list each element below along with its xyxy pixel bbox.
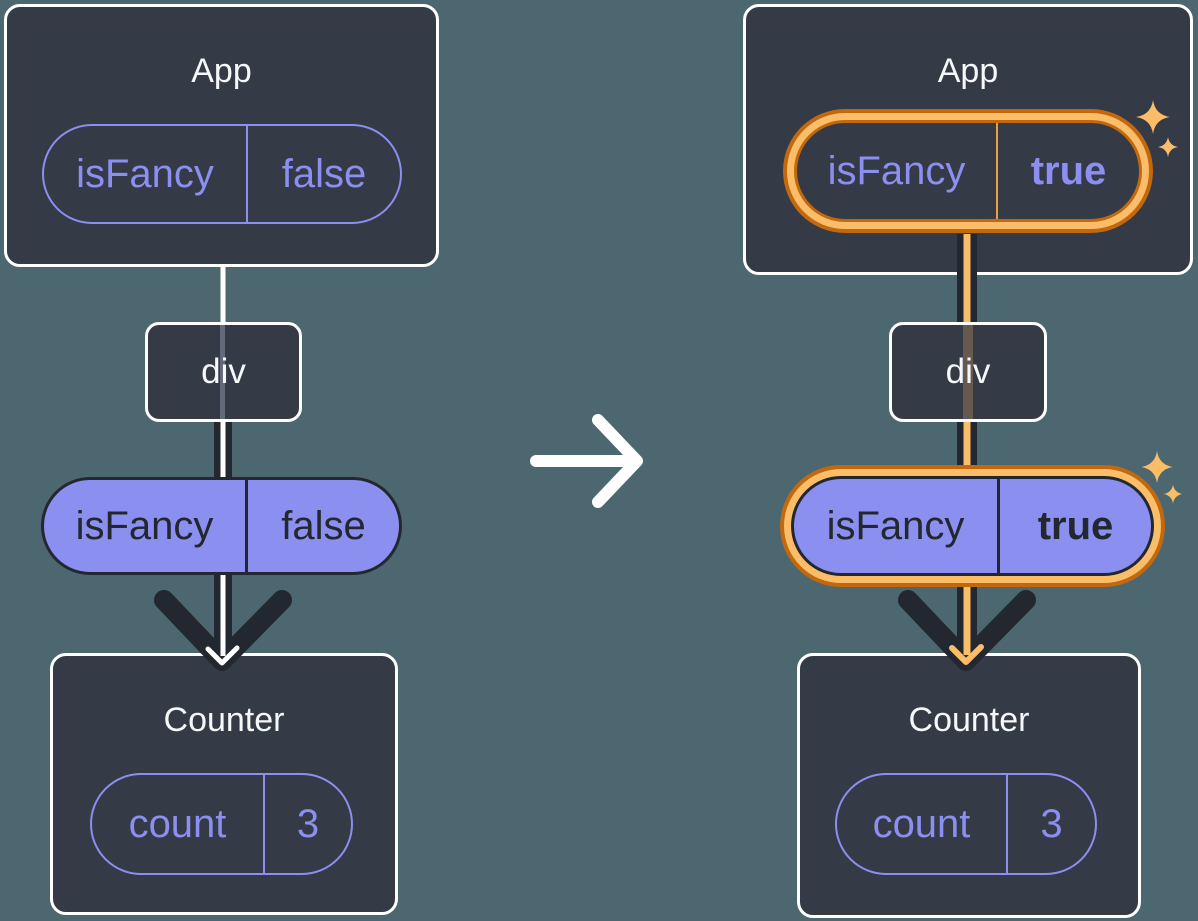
left-app-state-pill: isFancy false [42, 124, 402, 224]
state-value: 3 [296, 801, 320, 846]
state-value: true [1030, 148, 1107, 193]
sparkles-icon [1141, 451, 1183, 504]
state-key: count [872, 801, 971, 846]
state-key: count [128, 801, 227, 846]
state-key: isFancy [76, 151, 214, 196]
state-value: 3 [1040, 801, 1063, 846]
sparkles-icon [1136, 100, 1178, 157]
right-arrow-icon [530, 414, 643, 508]
prop-value: true [1037, 503, 1114, 548]
left-app-title: App [191, 52, 252, 90]
right-counter-state-pill: count 3 [835, 773, 1097, 875]
right-arrow-tip-orange [949, 644, 984, 665]
right-div-line-overlay [963, 325, 973, 419]
right-div-label: div [945, 352, 991, 391]
left-prop-pill: isFancy false [41, 477, 402, 575]
right-app-state-pill: isFancy true [794, 120, 1142, 222]
prop-key: isFancy [75, 503, 214, 548]
left-div-label: div [201, 352, 246, 391]
right-prop-pill: isFancy true [791, 476, 1154, 576]
right-div-node: div [889, 322, 1047, 422]
right-prop-pill-highlight: isFancy true [780, 465, 1165, 587]
right-app-title: App [937, 52, 999, 90]
prop-key: isFancy [826, 503, 965, 548]
right-app-state-pill-highlight: isFancy true [783, 109, 1153, 233]
left-counter-title: Counter [163, 701, 285, 739]
state-key: isFancy [827, 148, 966, 193]
left-counter-state-pill: count 3 [90, 773, 353, 875]
state-value: false [281, 151, 367, 196]
left-div-node: div [145, 322, 302, 422]
right-counter-title: Counter [908, 701, 1030, 739]
prop-value: false [281, 503, 366, 548]
left-div-line-overlay [220, 325, 225, 419]
left-arrow-tip-light [205, 645, 240, 666]
